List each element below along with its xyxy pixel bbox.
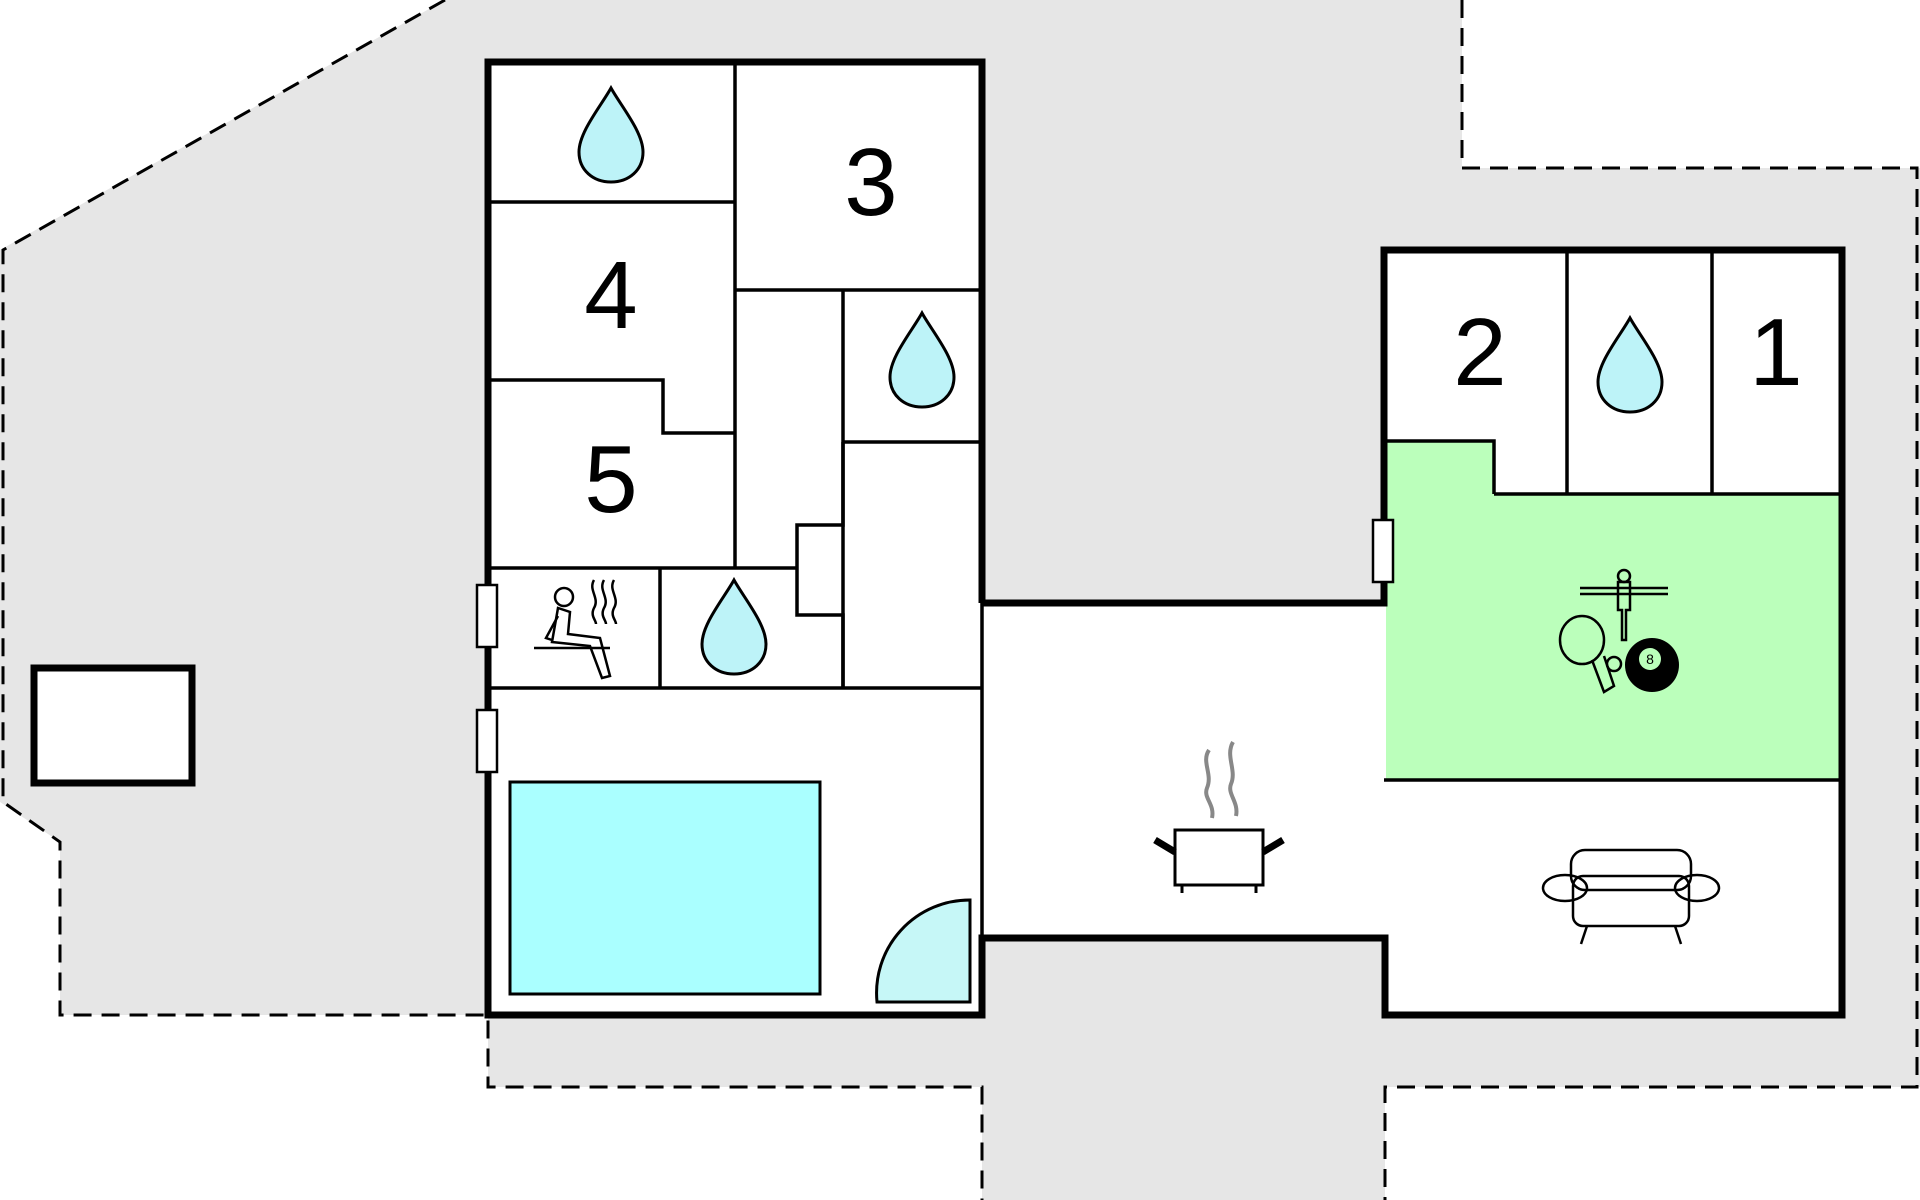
cooking-pot-icon [1153,741,1285,893]
activity-room [1386,441,1840,780]
exterior-walls [484,58,1846,1019]
pool-door [875,898,972,1004]
bedroom-5-label: 5 [584,426,637,533]
sauna-icon [534,579,618,680]
table-tennis-icon [1558,614,1623,694]
sofa-icon [1541,848,1721,945]
wall-openings [475,518,1395,774]
outbuilding [30,664,196,787]
table-football-icon [1580,568,1668,642]
bedroom-3-label: 3 [844,129,897,236]
right-wing [1384,250,1842,780]
kitchen-hall [982,603,1842,1015]
indoor-pool [508,780,822,996]
interior-walls [488,62,1842,938]
bedroom-4-label: 4 [584,242,637,349]
bedroom-2-label: 2 [1453,299,1506,406]
bedroom-1-label: 1 [1749,299,1802,406]
billiard-ball-icon: 8 [1625,638,1679,692]
billiard-ball-number: 8 [1646,651,1654,667]
